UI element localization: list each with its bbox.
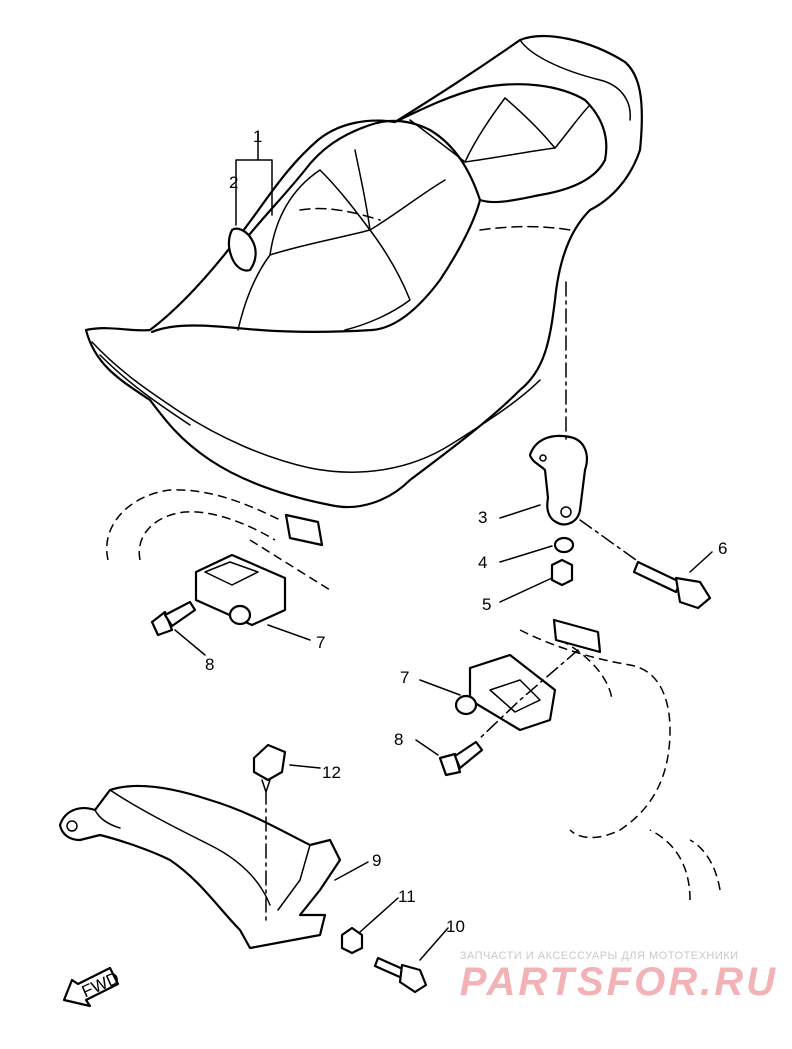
watermark-brand: PARTSFOR.RU (459, 960, 778, 1004)
seat-bracket (528, 434, 588, 526)
callout-labels: 1 2 3 4 5 6 7 7 8 8 9 10 11 12 (205, 127, 727, 936)
frame-outline (105, 489, 721, 901)
callout-6: 6 (718, 539, 727, 558)
bolt-6 (632, 560, 712, 610)
callout-8a: 8 (205, 655, 214, 674)
callout-5: 5 (482, 595, 491, 614)
callout-3: 3 (478, 508, 487, 527)
seat-assembly (84, 35, 643, 509)
leader-lines (174, 131, 713, 961)
screw-right (438, 740, 484, 777)
nut-11 (340, 926, 364, 955)
sensor-switch (252, 743, 287, 793)
callout-2: 2 (229, 173, 238, 192)
washer (553, 536, 575, 554)
bolt-10 (373, 956, 428, 994)
callout-9: 9 (372, 851, 381, 870)
assembly-line-2 (579, 519, 637, 561)
frame-tab-lower (552, 618, 602, 654)
frame-tab-upper (284, 513, 324, 547)
damper-block-left (194, 553, 287, 627)
watermark: ЗАПЧАСТИ И АКСЕССУАРЫ ДЛЯ МОТОТЕХНИКИ PA… (460, 950, 778, 1005)
collar-nut (550, 558, 574, 587)
callout-8b: 8 (394, 730, 403, 749)
damper-block-right (454, 653, 557, 732)
callout-10: 10 (446, 917, 465, 936)
callout-1: 1 (253, 127, 262, 146)
assembly-line-4 (477, 649, 579, 741)
callout-7a: 7 (316, 633, 325, 652)
watermark-subtitle: ЗАПЧАСТИ И АКСЕССУАРЫ ДЛЯ МОТОТЕХНИКИ (459, 950, 739, 962)
callout-7b: 7 (400, 668, 409, 687)
callout-4: 4 (478, 553, 487, 572)
screw-left (150, 600, 197, 637)
callout-11: 11 (398, 887, 416, 906)
mounting-plate (58, 784, 342, 950)
forward-arrow-icon: FWD (62, 966, 122, 1008)
callout-12: 12 (322, 763, 341, 782)
